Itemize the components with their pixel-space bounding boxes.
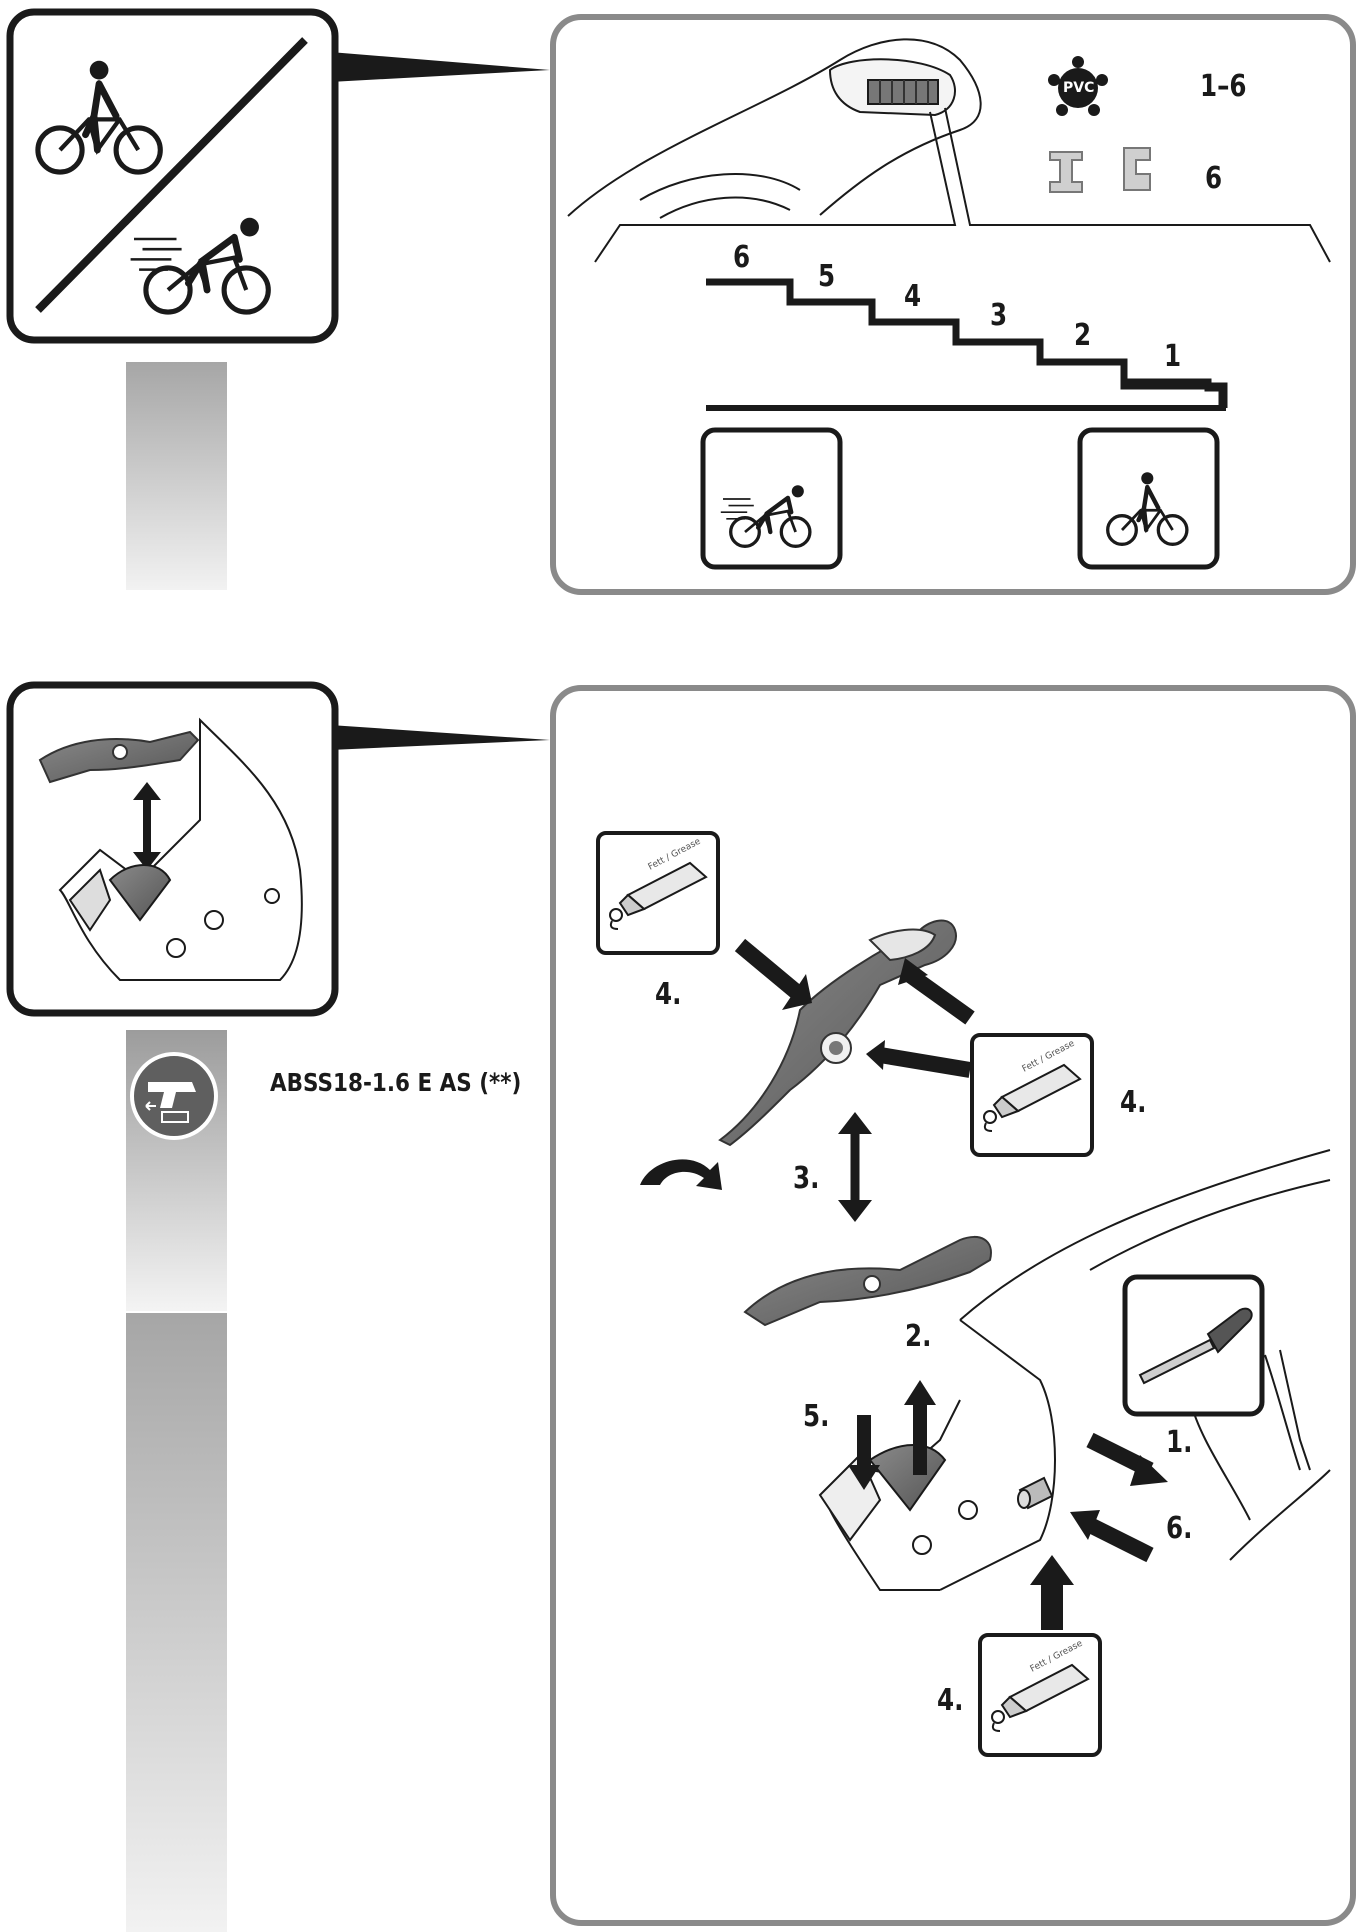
speed-step-1: 1: [1164, 339, 1182, 374]
bottom-main-panel: [550, 685, 1356, 1926]
grease-arrow-right-upper: [905, 968, 975, 1025]
rotate-arrow-icon: [640, 1159, 722, 1190]
step-label-4-bottom: 4.: [937, 1683, 964, 1718]
fast-speed-icon-box: [700, 427, 843, 570]
model-label: ABSS18-1.6 E AS (**): [270, 1068, 522, 1097]
grease-tube-icon-top: [596, 831, 720, 955]
grease-arrow-top: [734, 938, 806, 1002]
step-label-2: 2.: [905, 1319, 932, 1354]
top-callout-wedge: [330, 52, 550, 82]
hex-key-icon-box: [1122, 1274, 1265, 1417]
grease-tube-icon-bottom: [978, 1633, 1102, 1757]
grease-arrow-right-lower: [878, 1047, 972, 1078]
step-label-6: 6.: [1166, 1511, 1193, 1546]
slow-fast-icon-box: [6, 8, 339, 344]
bottom-callout-wedge: [330, 725, 550, 750]
speed-step-2: 2: [1074, 318, 1092, 353]
step-label-1: 1.: [1166, 1425, 1193, 1460]
tool-outline: [567, 38, 982, 217]
speed-step-3: 3: [990, 298, 1008, 333]
blade-detail-box: [6, 681, 339, 1017]
step-label-4-top: 4.: [655, 977, 682, 1012]
step-label-3: 3.: [793, 1161, 820, 1196]
pvc-badge-text: PVC: [1063, 80, 1095, 96]
metal-profile-icon: [1049, 147, 1151, 193]
speed-step-5: 5: [818, 259, 836, 294]
step-label-5: 5.: [803, 1399, 830, 1434]
metal-speed-range: 6: [1205, 161, 1223, 196]
top-side-bar: [126, 362, 227, 590]
tool-body-top: [959, 1149, 1331, 1321]
cordless-tool-icon: [130, 1052, 218, 1140]
pvc-speed-range: 1–6: [1200, 69, 1247, 104]
bottom-side-bar-lower: [126, 1313, 227, 1932]
grease-tube-icon-right: [970, 1033, 1094, 1157]
screw-in-arrow: [1086, 1517, 1154, 1563]
speed-step-4: 4: [904, 279, 922, 314]
slow-speed-icon-box: [1077, 427, 1220, 570]
speed-step-6: 6: [733, 240, 751, 275]
pvc-icon: [1048, 56, 1108, 116]
step-label-4-right: 4.: [1120, 1085, 1147, 1120]
